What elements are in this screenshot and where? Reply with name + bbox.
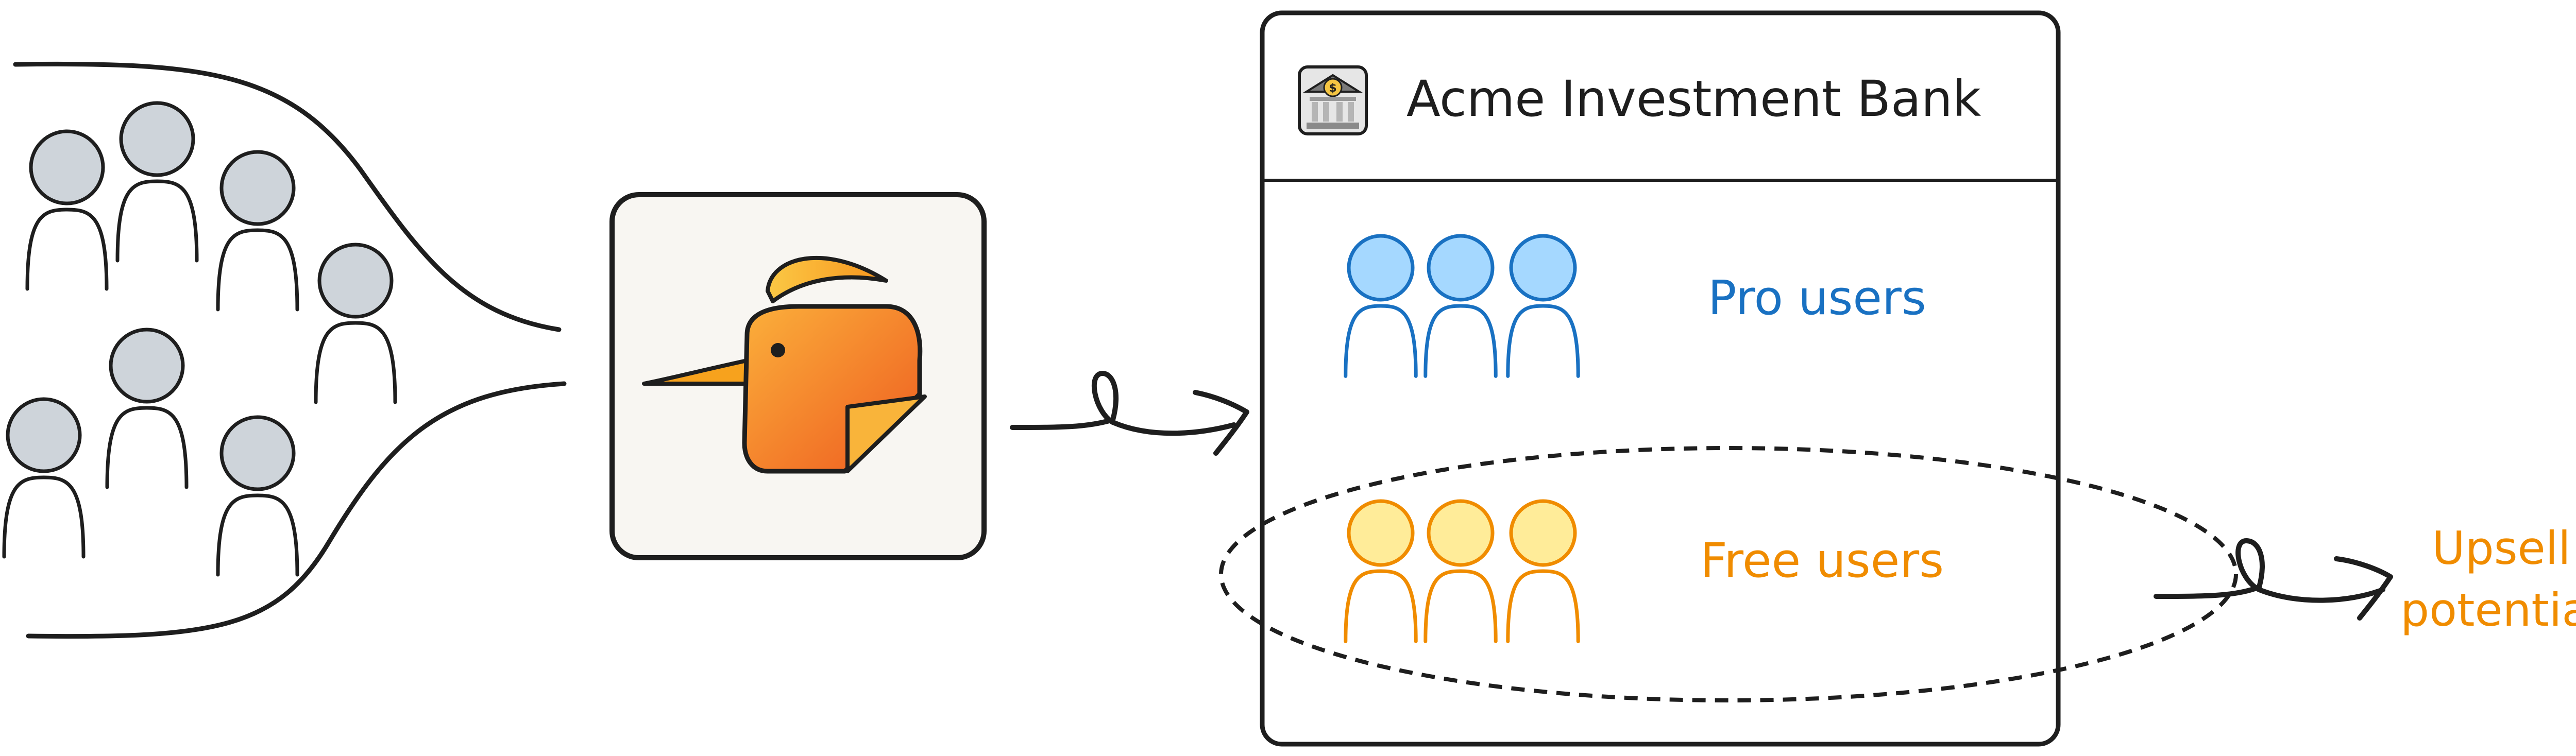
curly-arrow-to-upsell (2154, 538, 2393, 621)
person-body (314, 321, 397, 404)
person-body (1506, 304, 1580, 378)
crowd-user (105, 328, 189, 489)
person-body (1344, 569, 1418, 643)
funnel (13, 61, 567, 639)
crowd-user (25, 129, 109, 291)
pro-user (1423, 234, 1498, 378)
person-head (109, 328, 185, 404)
free-user (1506, 499, 1580, 643)
person-head (1347, 234, 1415, 302)
free-users-highlight (1219, 446, 2238, 702)
person-head (1509, 499, 1577, 567)
person-body (1344, 304, 1418, 378)
pro-users-group (1344, 234, 1580, 378)
person-head (219, 415, 296, 491)
free-users-label: Free users (1700, 533, 1944, 588)
upsell-line-1: Upsell (2432, 522, 2570, 575)
pro-user (1506, 234, 1580, 378)
crowd-user (2, 397, 86, 559)
person-head (1427, 499, 1495, 567)
person-head (29, 129, 105, 205)
person-body (1506, 569, 1580, 643)
bird-logo-icon (642, 256, 927, 474)
person-body (115, 179, 199, 263)
funnel-top-line (13, 61, 562, 332)
crowd-users (2, 101, 397, 577)
curly-arrow-to-bank (1010, 371, 1249, 456)
person-body (1423, 304, 1498, 378)
person-head (317, 243, 394, 319)
free-user (1423, 499, 1498, 643)
person-head (119, 101, 195, 177)
person-body (1423, 569, 1498, 643)
free-user (1344, 499, 1418, 643)
person-body (2, 475, 86, 559)
person-head (6, 397, 82, 473)
person-head (1347, 499, 1415, 567)
person-head (1509, 234, 1577, 302)
person-body (216, 493, 299, 577)
person-body (25, 208, 109, 291)
person-head (219, 150, 296, 226)
bank-panel: $ Acme Investment Bank Pro users Free us… (1260, 10, 2061, 747)
upsell-line-2: potential (2400, 583, 2576, 637)
crowd-user (216, 150, 299, 312)
pro-users-label: Pro users (1708, 270, 1926, 325)
svg-text:$: $ (1329, 82, 1336, 95)
person-body (216, 228, 299, 312)
person-head (1427, 234, 1495, 302)
free-users-group (1344, 499, 1580, 643)
crowd-user (216, 415, 299, 577)
person-body (105, 406, 189, 489)
funnel-bottom-line (26, 381, 567, 639)
app-logo-tile (609, 192, 987, 560)
pro-user (1344, 234, 1418, 378)
bank-icon: $ (1298, 65, 1368, 135)
bank-title: Acme Investment Bank (1406, 70, 1981, 128)
crowd-user (314, 243, 397, 404)
crowd-user (115, 101, 199, 263)
